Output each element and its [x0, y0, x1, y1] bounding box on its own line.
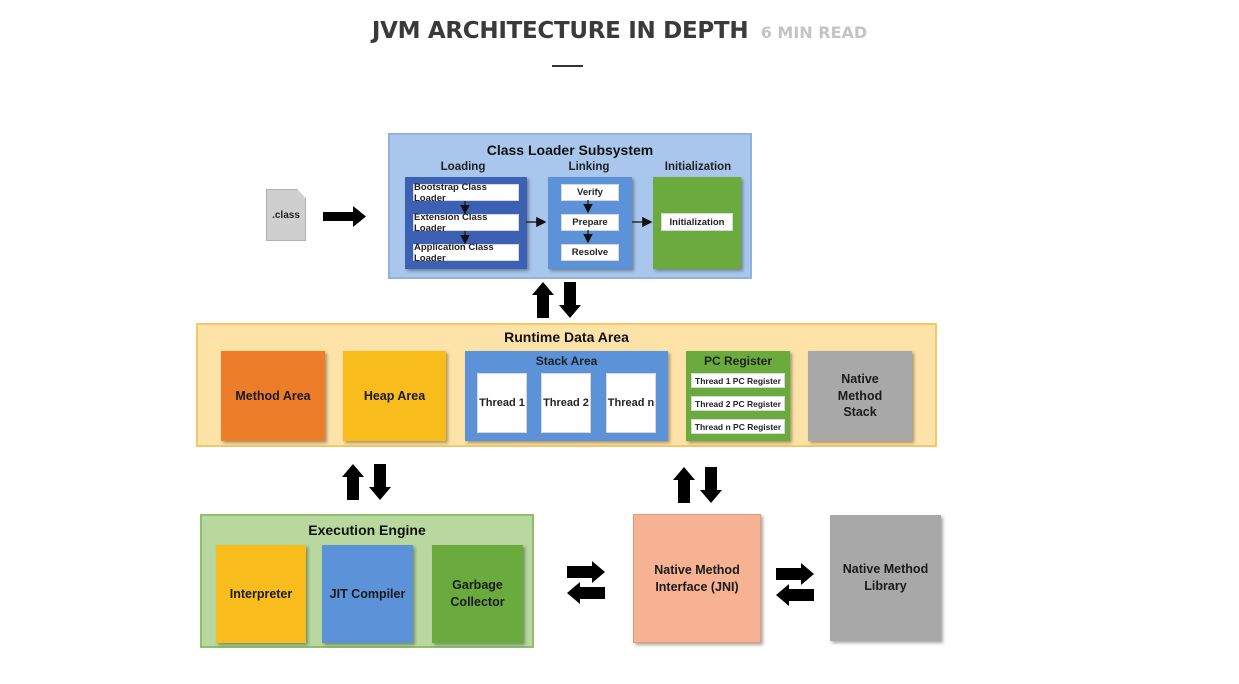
prepare-step: Prepare	[561, 214, 619, 231]
page-header: JVM ARCHITECTURE IN DEPTH 6 MIN READ	[0, 18, 1239, 44]
heap-area: Heap Area	[343, 351, 446, 441]
stack-thread-2: Thread 2	[541, 373, 591, 433]
pc-register: PC Register Thread 1 PC Register Thread …	[686, 351, 790, 441]
title-divider	[552, 65, 583, 67]
native-method-library: Native Method Library	[830, 515, 941, 641]
engine-jni-arrows	[567, 561, 605, 604]
read-time-label: 6 MIN READ	[760, 23, 868, 42]
runtime-jni-arrows	[673, 467, 722, 503]
execution-engine-title: Execution Engine	[308, 522, 426, 538]
class-loader-subsystem: Class Loader Subsystem Loading Linking I…	[388, 133, 752, 279]
method-area: Method Area	[221, 351, 325, 441]
page-title: JVM ARCHITECTURE IN DEPTH	[371, 18, 749, 44]
extension-class-loader: Extension Class Loader	[413, 212, 519, 234]
runtime-data-area-title: Runtime Data Area	[504, 329, 629, 345]
interpreter: Interpreter	[216, 545, 306, 643]
linking-label: Linking	[568, 161, 610, 173]
application-class-loader: Application Class Loader	[413, 242, 519, 264]
bootstrap-class-loader: Bootstrap Class Loader	[413, 182, 519, 204]
verify-step: Verify	[561, 184, 619, 201]
stack-area-label: Stack Area	[535, 354, 598, 368]
native-method-stack: Native Method Stack	[808, 351, 912, 441]
class-loader-title: Class Loader Subsystem	[486, 142, 654, 158]
initialization-label: Initialization	[664, 161, 732, 173]
native-method-interface: Native Method Interface (JNI)	[633, 514, 761, 643]
initialization-panel: Initialization	[653, 177, 741, 269]
loader-runtime-arrows	[532, 282, 581, 318]
execution-engine: Execution Engine Interpreter JIT Compile…	[200, 514, 534, 648]
class-file-icon: .class	[266, 189, 306, 241]
garbage-collector: Garbage Collector	[432, 545, 523, 643]
stack-thread-1: Thread 1	[477, 373, 527, 433]
pc-register-thread-n: Thread n PC Register	[691, 419, 785, 434]
jit-compiler: JIT Compiler	[322, 545, 413, 643]
pc-register-thread-1: Thread 1 PC Register	[691, 373, 785, 388]
stack-area: Stack Area Thread 1 Thread 2 Thread n	[465, 351, 668, 441]
pc-register-thread-2: Thread 2 PC Register	[691, 396, 785, 411]
initialization-step: Initialization	[661, 213, 733, 231]
loading-panel: Bootstrap Class Loader Extension Class L…	[405, 177, 527, 269]
stack-thread-n: Thread n	[606, 373, 656, 433]
resolve-step: Resolve	[561, 244, 619, 261]
class-to-loader-arrow	[323, 206, 366, 227]
loading-label: Loading	[440, 161, 486, 173]
pc-register-label: PC Register	[703, 354, 773, 368]
runtime-engine-arrows	[342, 464, 391, 500]
runtime-data-area: Runtime Data Area Method Area Heap Area …	[196, 323, 937, 447]
linking-panel: Verify Prepare Resolve	[548, 177, 632, 269]
class-file-label: .class	[272, 209, 300, 221]
jni-library-arrows	[776, 563, 814, 606]
